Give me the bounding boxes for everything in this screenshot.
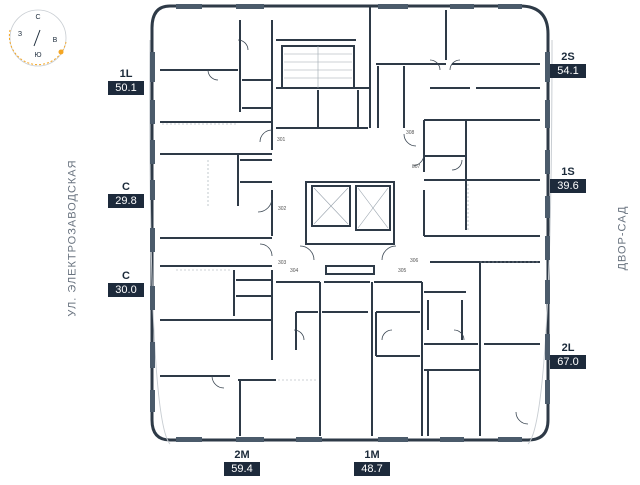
apartment-label-2s[interactable]: 2S 54.1 — [550, 51, 586, 78]
room-number: 305 — [398, 268, 407, 274]
apartment-area: 39.6 — [550, 179, 586, 193]
apartment-type: 1S — [561, 166, 575, 178]
interior-walls — [160, 6, 540, 436]
apartment-label-1s[interactable]: 1S 39.6 — [550, 166, 586, 193]
street-label-left: УЛ. ЭЛЕКТРОЗАВОДСКАЯ — [66, 159, 79, 317]
room-number: 308 — [406, 130, 415, 136]
sun-icon — [58, 49, 64, 55]
apartment-area: 59.4 — [224, 462, 260, 476]
apartment-label-1m[interactable]: 1M 48.7 — [354, 449, 390, 476]
room-numbers: 301 302 303 304 305 306 307 308 — [277, 130, 421, 274]
compass-north: С — [35, 14, 40, 21]
balcony-line-left — [149, 39, 171, 445]
apartment-area: 54.1 — [550, 64, 586, 78]
room-number: 301 — [277, 137, 286, 143]
apartment-area: 30.0 — [108, 283, 144, 297]
room-number: 304 — [290, 268, 299, 274]
apartment-type: 2M — [234, 449, 250, 461]
room-number: 303 — [278, 260, 287, 266]
apartment-label-c-b[interactable]: C 30.0 — [108, 270, 144, 297]
balcony-line-right — [527, 39, 553, 445]
apartment-area: 67.0 — [550, 355, 586, 369]
apartment-label-c-a[interactable]: C 29.8 — [108, 181, 144, 208]
hatch — [162, 46, 540, 381]
apartment-area: 48.7 — [354, 462, 390, 476]
compass-west: З — [18, 31, 22, 38]
street-label-right: ДВОР-САД — [616, 205, 629, 271]
compass: С Ю В З — [8, 9, 67, 67]
apartment-type: 1L — [119, 68, 133, 80]
apartment-type: 1M — [364, 449, 380, 461]
compass-south: Ю — [34, 52, 41, 59]
apartment-area: 29.8 — [108, 194, 144, 208]
apartment-type: 2S — [561, 51, 575, 63]
apartment-label-1l[interactable]: 1L 50.1 — [108, 68, 144, 95]
apartment-area: 50.1 — [108, 81, 144, 95]
door-swings — [207, 39, 529, 425]
apartment-label-2m[interactable]: 2M 59.4 — [224, 449, 260, 476]
room-number: 306 — [410, 258, 419, 264]
room-number: 307 — [412, 164, 421, 170]
apartment-type: 2L — [561, 342, 575, 354]
apartment-label-2l[interactable]: 2L 67.0 — [550, 342, 586, 369]
compass-needle — [33, 29, 41, 47]
room-number: 302 — [278, 206, 287, 212]
windows — [150, 4, 550, 442]
compass-east: В — [53, 37, 58, 44]
apartment-type: C — [122, 181, 130, 193]
apartment-type: C — [122, 270, 130, 282]
